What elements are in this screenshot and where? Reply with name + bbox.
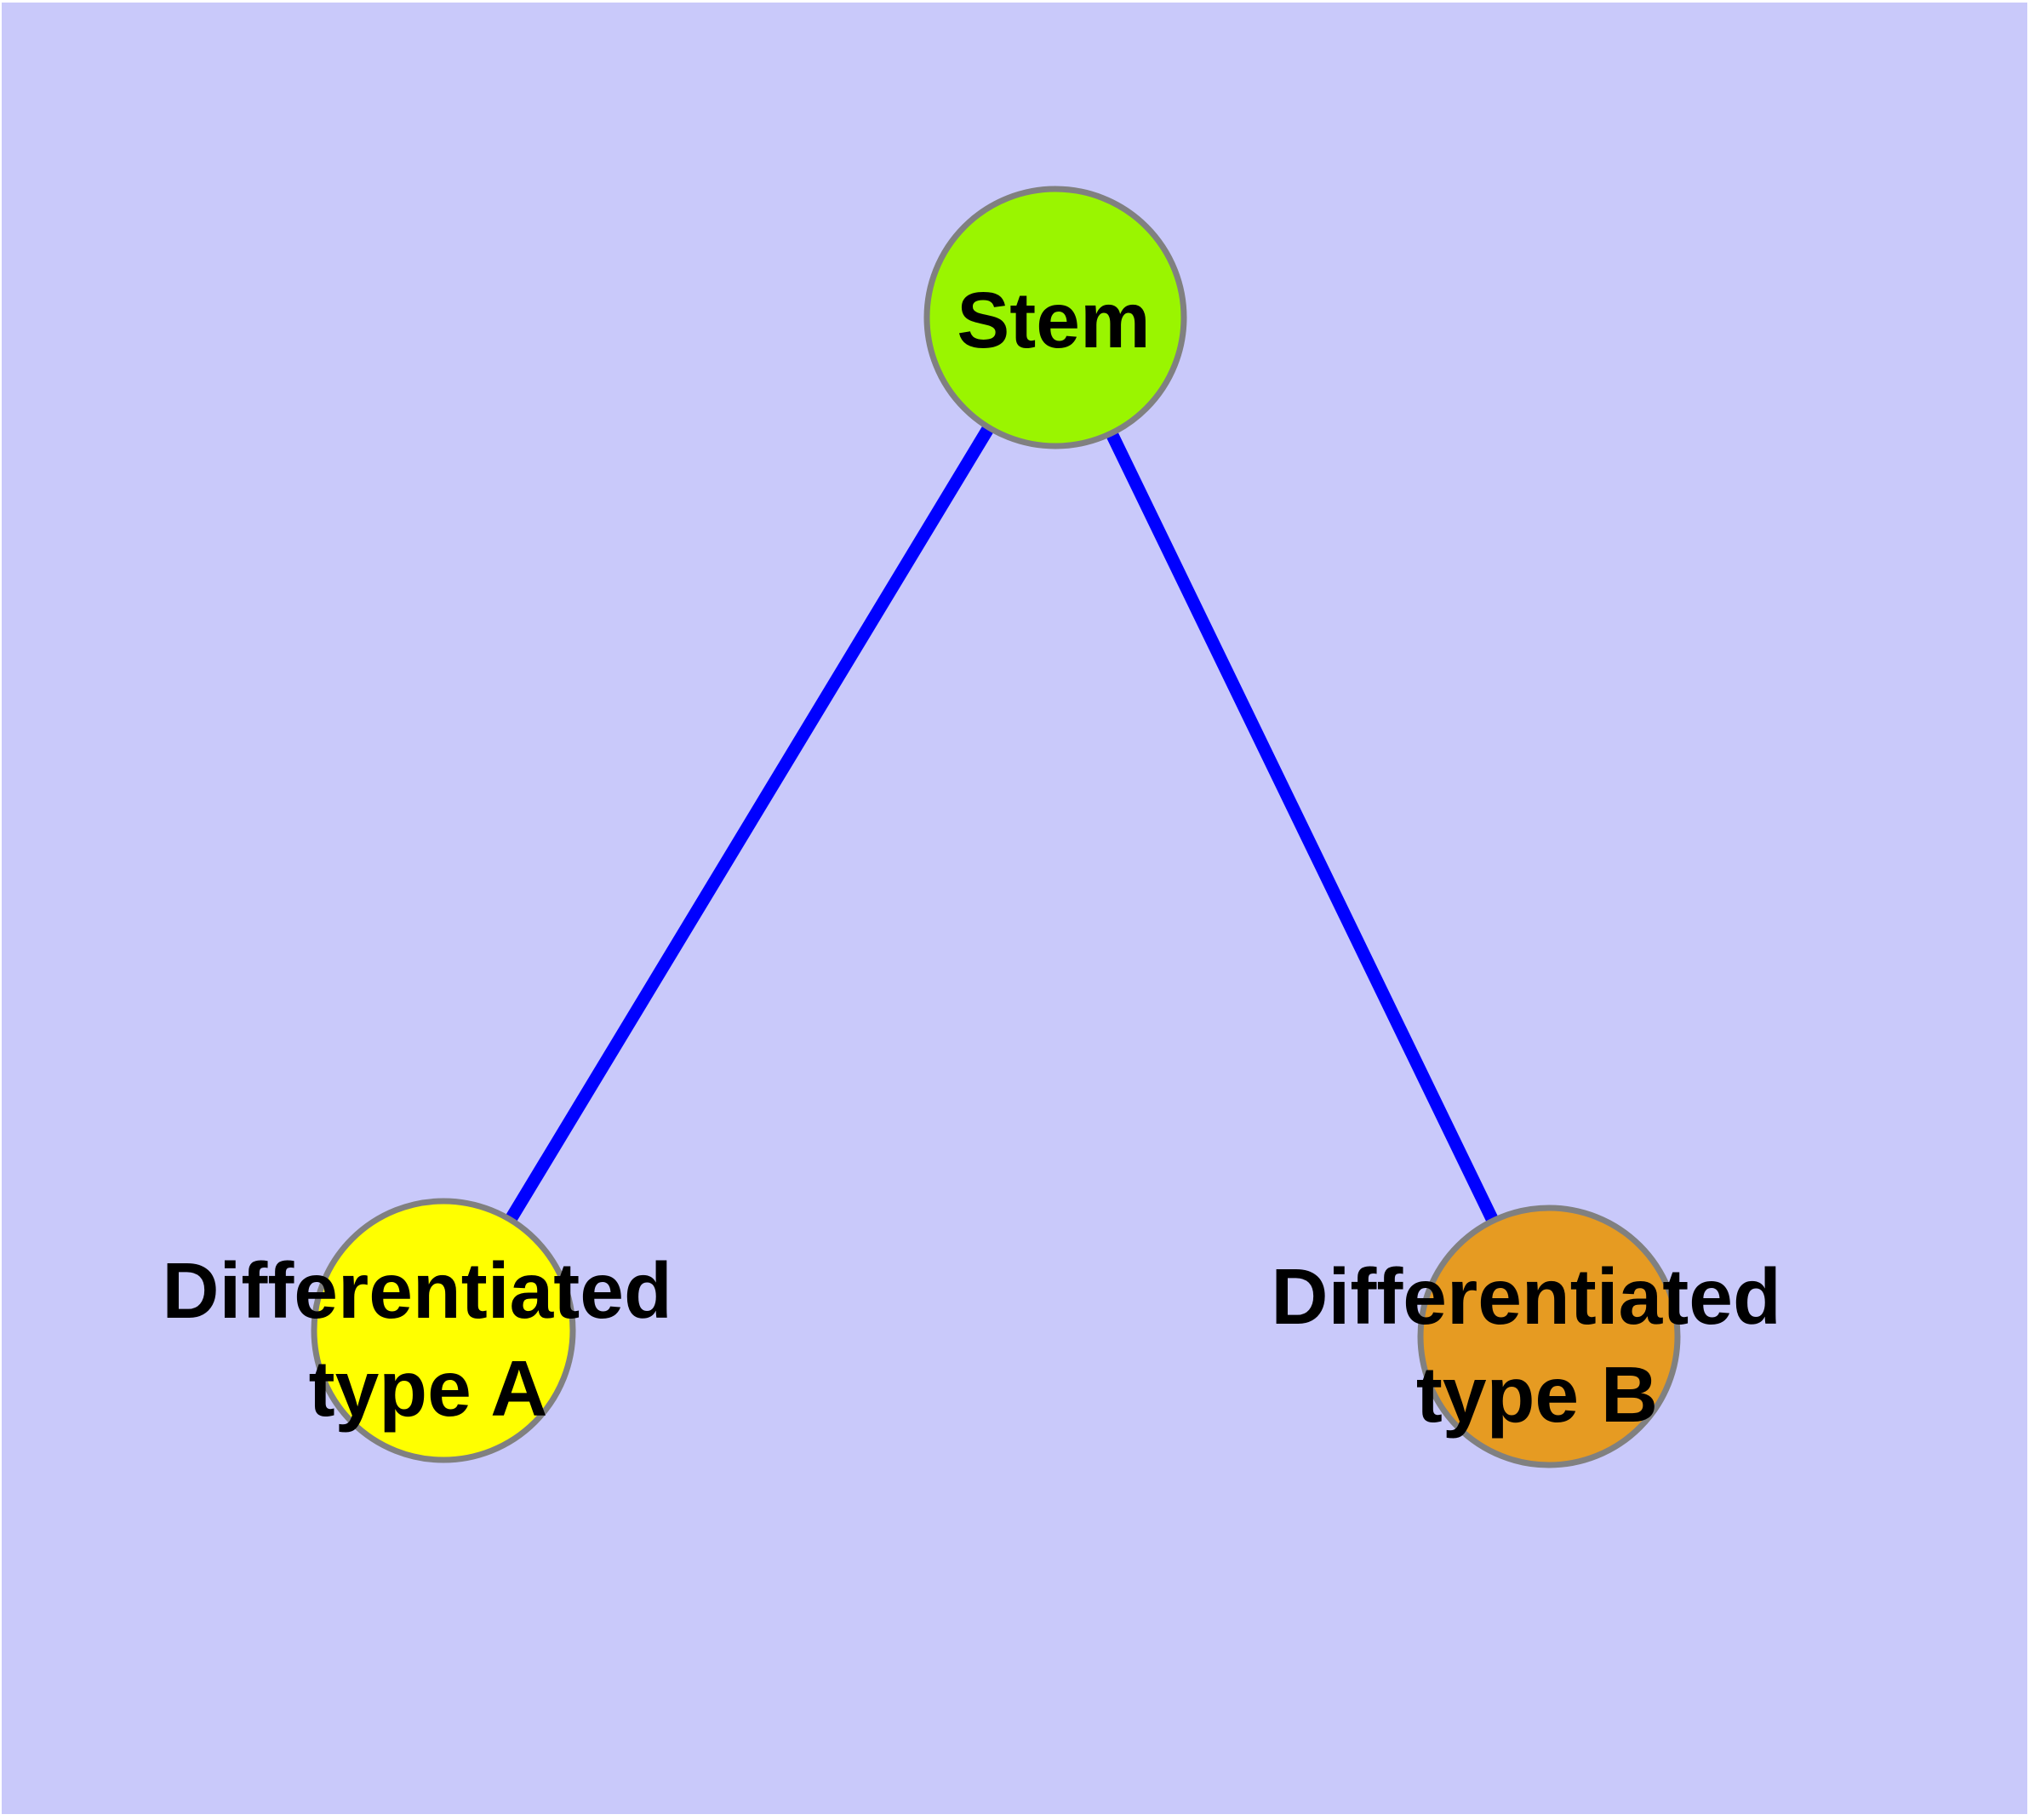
node-type-b-circle[interactable] (1417, 1205, 1681, 1468)
node-type-b-label: Differentiated type B (1271, 1252, 1803, 1439)
node-type-a-label-line1: Differentiated (162, 1246, 672, 1335)
edge-stem-to-type-a (437, 314, 1061, 1334)
node-stem[interactable]: Stem (923, 186, 1187, 449)
node-stem-label: Stem (957, 276, 1150, 364)
node-differentiated-type-a[interactable]: Differentiated type A (162, 1198, 694, 1463)
node-type-b-label-line2: type B (1416, 1350, 1658, 1439)
node-type-a-label: Differentiated type A (162, 1246, 694, 1433)
edge-stem-to-type-b (1049, 314, 1555, 1340)
node-differentiated-type-b[interactable]: Differentiated type B (1271, 1205, 1803, 1468)
node-stem-circle[interactable] (923, 186, 1187, 449)
node-type-a-circle[interactable] (311, 1198, 576, 1463)
node-type-b-label-line1: Differentiated (1271, 1252, 1780, 1341)
node-type-a-label-line2: type A (309, 1344, 548, 1433)
